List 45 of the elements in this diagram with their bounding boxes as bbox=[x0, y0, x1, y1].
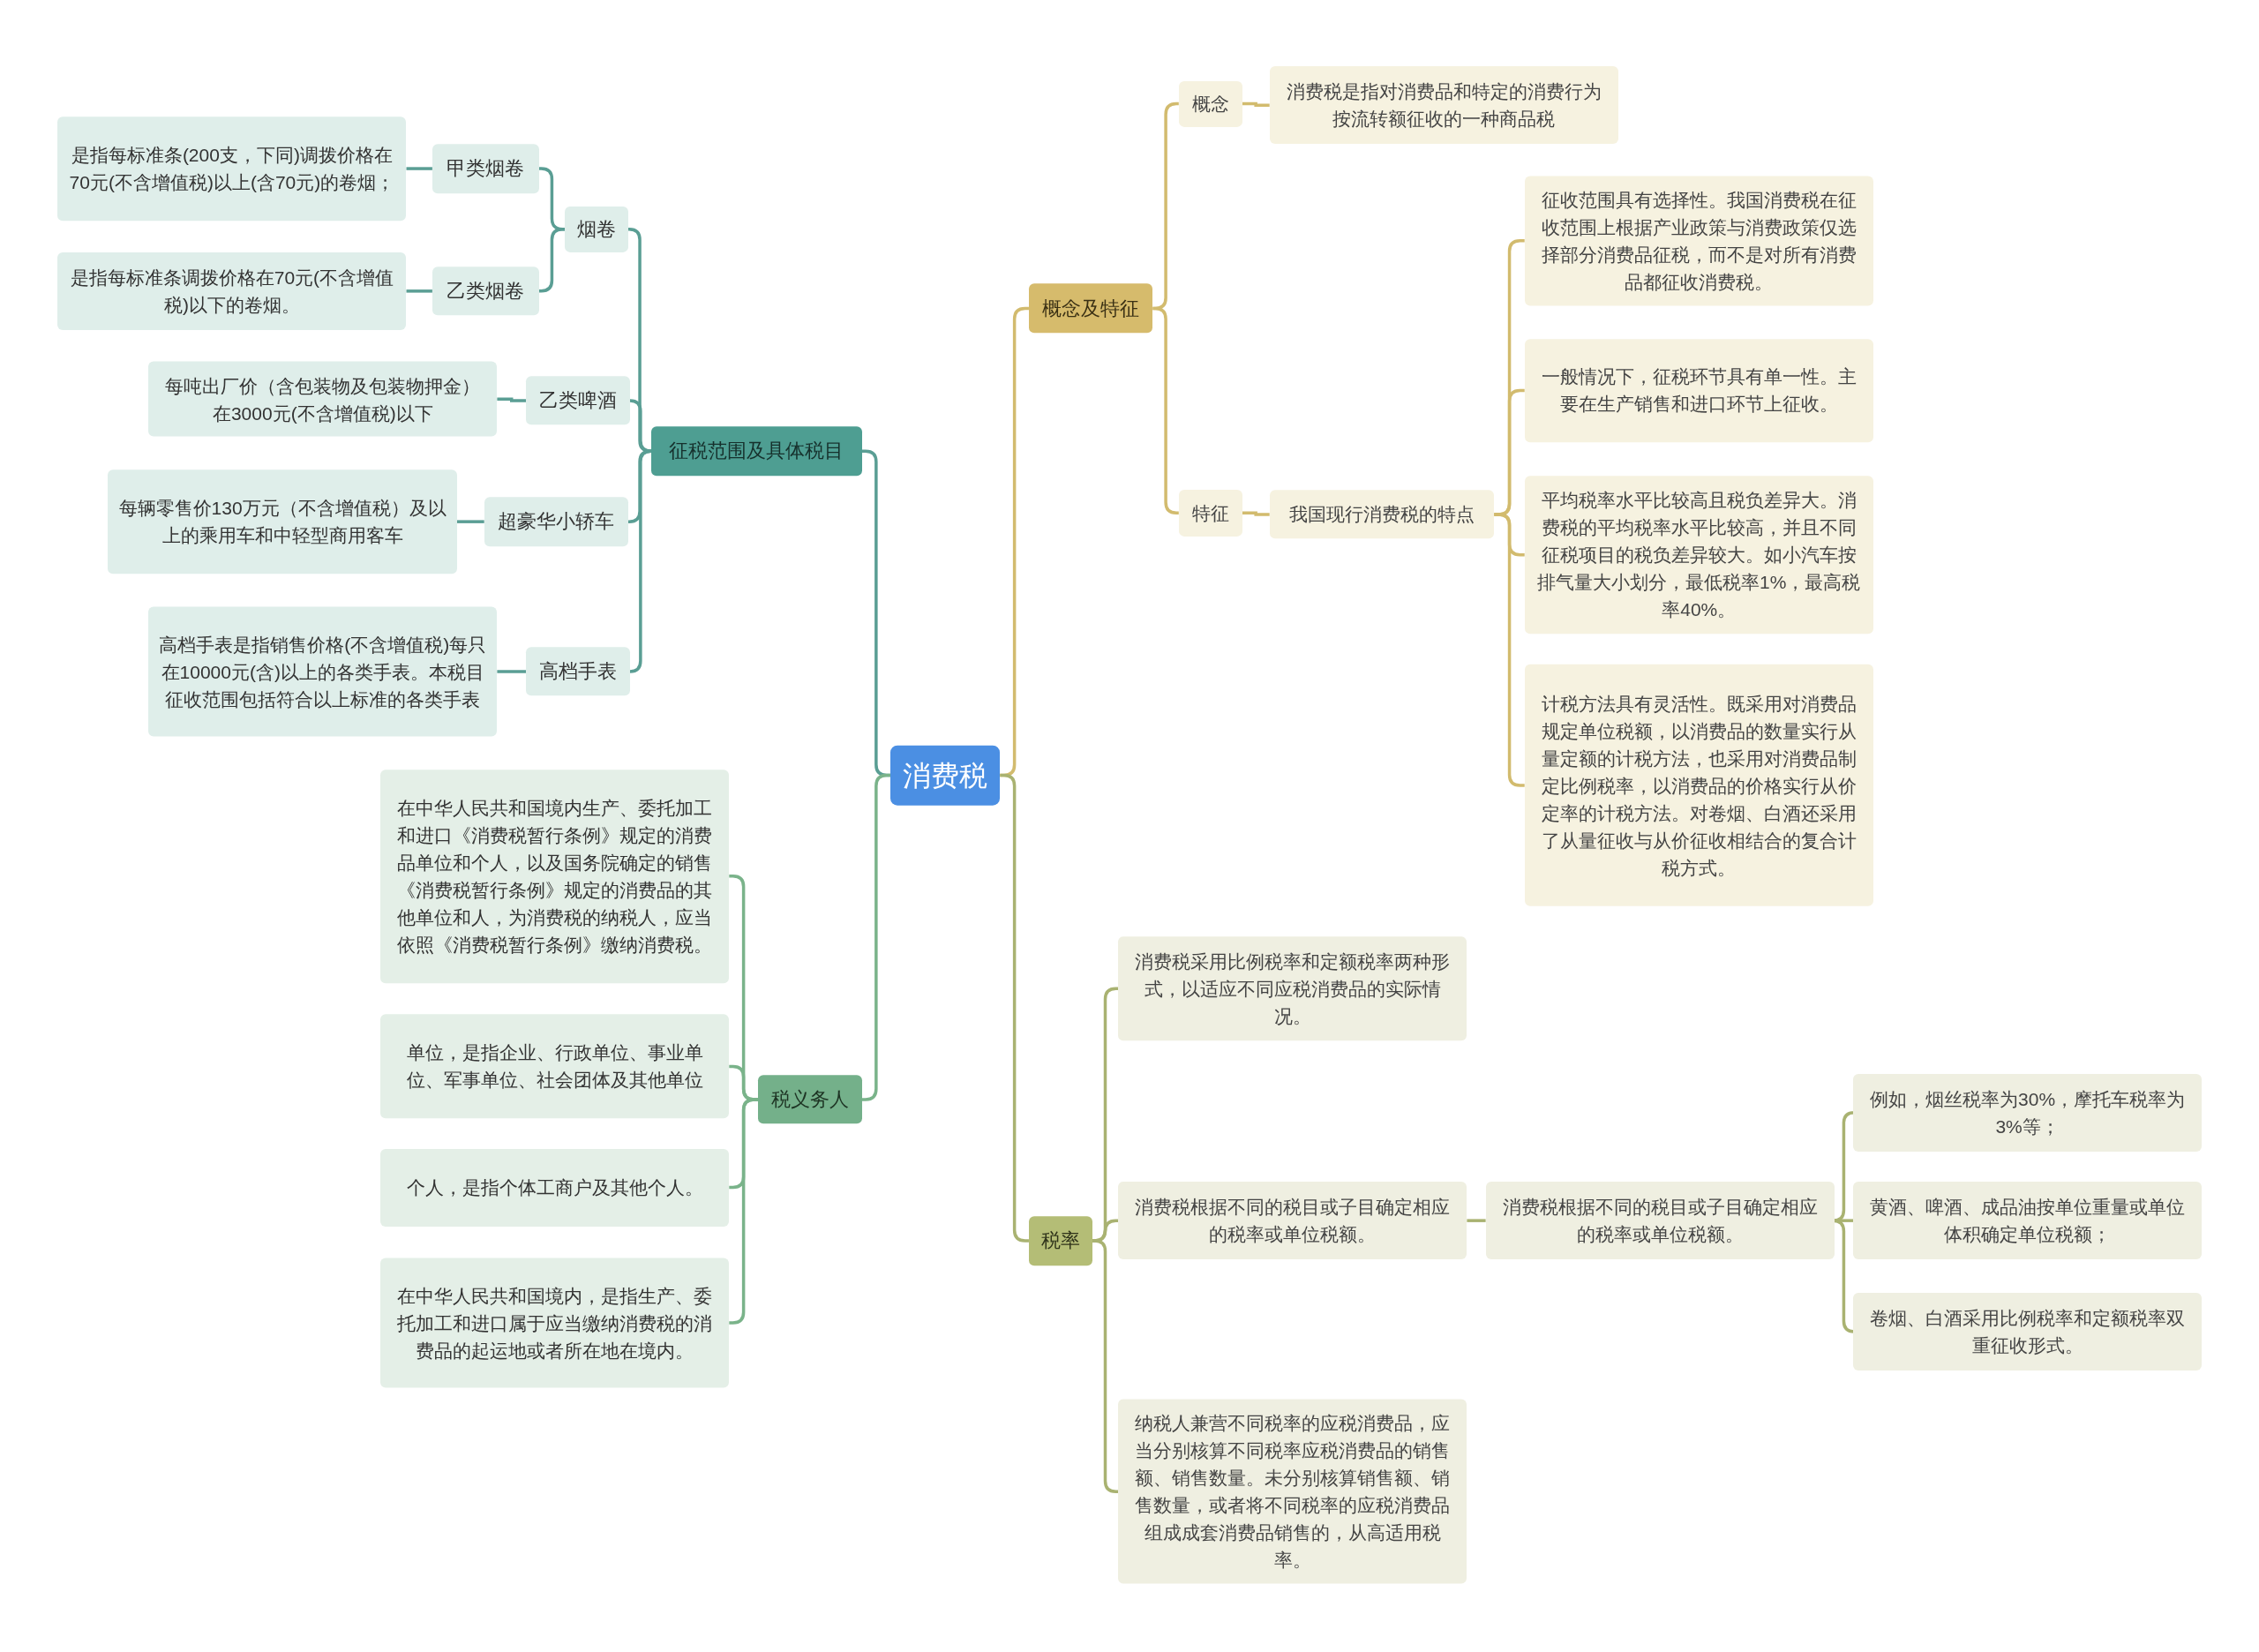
connector-line bbox=[1242, 511, 1270, 516]
subtopic-box: 概念 bbox=[1178, 80, 1242, 127]
detail-box: 卷烟、白酒采用比例税率和定额税率双重征收形式。 bbox=[1853, 1292, 2203, 1370]
detail-box: 例如，烟丝税率为30%，摩托车税率为3%等； bbox=[1853, 1073, 2203, 1152]
subtopic-box: 烟卷 bbox=[565, 206, 628, 252]
detail-box: 消费税采用比例税率和定额税率两种形式，以适应不同应税消费品的实际情况。 bbox=[1118, 936, 1467, 1040]
detail-box: 单位，是指企业、行政单位、事业单位、军事单位、社会团体及其他单位 bbox=[380, 1014, 730, 1119]
detail-box: 每吨出厂价（含包装物及包装物押金）在3000元(不含增值税)以下 bbox=[148, 361, 498, 437]
branch-topic: 概念及特征 bbox=[1028, 283, 1153, 334]
detail-box: 高档手表是指销售价格(不含增值税)每只在10000元(含)以上的各类手表。本税目征收范围包括符合以上标准的各类手表 bbox=[148, 606, 498, 737]
subtopic-box: 甲类烟卷 bbox=[432, 144, 539, 193]
detail-box: 是指每标准条调拨价格在70元(不含增值税)以下的卷烟。 bbox=[57, 252, 407, 330]
subtopic-box: 消费税是指对消费品和特定的消费行为按流转额征收的一种商品税 bbox=[1269, 66, 1618, 145]
connector-line bbox=[1467, 1219, 1486, 1222]
subtopic-box: 计税方法具有灵活性。既采用对消费品规定单位税额，以消费品的数量实行从量定额的计税方法，也采用对消费品制定比例税率，以消费品的价格实行从价定率的计税方法。对卷烟、白酒还采用了从量征收与从价征收相结合的复合计税方式。 bbox=[1524, 664, 1873, 907]
subtopic-box: 我国现行消费税的特点 bbox=[1269, 490, 1495, 539]
subtopic-box: 超豪华小轿车 bbox=[484, 497, 628, 546]
detail-box: 是指每标准条(200支，下同)调拨价格在70元(不含增值税)以上(含70元)的卷烟； bbox=[57, 116, 407, 221]
detail-box: 纳税人兼营不同税率的应税消费品，应当分别核算不同税率应税消费品的销售额、销售数量。未分别核算销售额、销售数量，或者将不同税率的应税消费品组成成套消费品销售的，从高适用税率。 bbox=[1118, 1399, 1467, 1584]
subtopic-box: 乙类烟卷 bbox=[432, 267, 539, 316]
subtopic-box: 乙类啤酒 bbox=[526, 376, 630, 425]
connector-line bbox=[628, 449, 653, 673]
detail-box: 个人，是指个体工商户及其他个人。 bbox=[380, 1148, 730, 1227]
connector-line bbox=[406, 289, 432, 293]
connector-line bbox=[627, 449, 652, 523]
connector-line bbox=[406, 167, 432, 170]
connector-line bbox=[497, 397, 527, 402]
subtopic-box: 征收范围具有选择性。我国消费税在征收范围上根据产业政策与消费政策仅选择部分消费品征税，而不是对所有消费品都征收消费税。 bbox=[1524, 176, 1873, 306]
subtopic-box: 平均税率水平比较高且税负差异大。消费税的平均税率水平比较高，并且不同征税项目的税负差异较大。如小汽车按排气量大小划分，最低税率1%，最高税率40%。 bbox=[1524, 475, 1873, 635]
subtopic-box: 特征 bbox=[1178, 490, 1242, 537]
branch-topic: 税义务人 bbox=[757, 1075, 862, 1124]
branch-topic: 征税范围及具体税目 bbox=[651, 426, 862, 476]
subtopic-box: 一般情况下，征税环节具有单一性。主要在生产销售和进口环节上征收。 bbox=[1524, 338, 1873, 443]
subtopic-box: 高档手表 bbox=[526, 647, 630, 696]
connector-line bbox=[497, 670, 527, 673]
detail-box: 在中华人民共和国境内生产、委托加工和进口《消费税暂行条例》规定的消费品单位和个人，以及国务院确定的销售《消费税暂行条例》规定的消费品的其他单位和人，为消费税的纳税人，应当依照《消费税暂行条例》缴纳消费税。 bbox=[380, 770, 730, 983]
detail-box: 消费税根据不同的税目或子目确定相应的税率或单位税额。 bbox=[1485, 1182, 1835, 1260]
detail-box: 每辆零售价130万元（不含增值税）及以上的乘用车和中轻型商用客车 bbox=[108, 469, 457, 574]
branch-topic: 税率 bbox=[1028, 1216, 1092, 1265]
detail-box: 在中华人民共和国境内，是指生产、委托加工和进口属于应当缴纳消费税的消费品的起运地或者所在地在境内。 bbox=[380, 1258, 730, 1388]
detail-box: 黄酒、啤酒、成品油按单位重量或单位体积确定单位税额； bbox=[1853, 1182, 2203, 1260]
connector-line bbox=[1242, 101, 1270, 107]
detail-box: 消费税根据不同的税目或子目确定相应的税率或单位税额。 bbox=[1118, 1182, 1467, 1260]
connector-line bbox=[456, 520, 484, 523]
central-topic: 消费税 bbox=[890, 745, 1001, 806]
